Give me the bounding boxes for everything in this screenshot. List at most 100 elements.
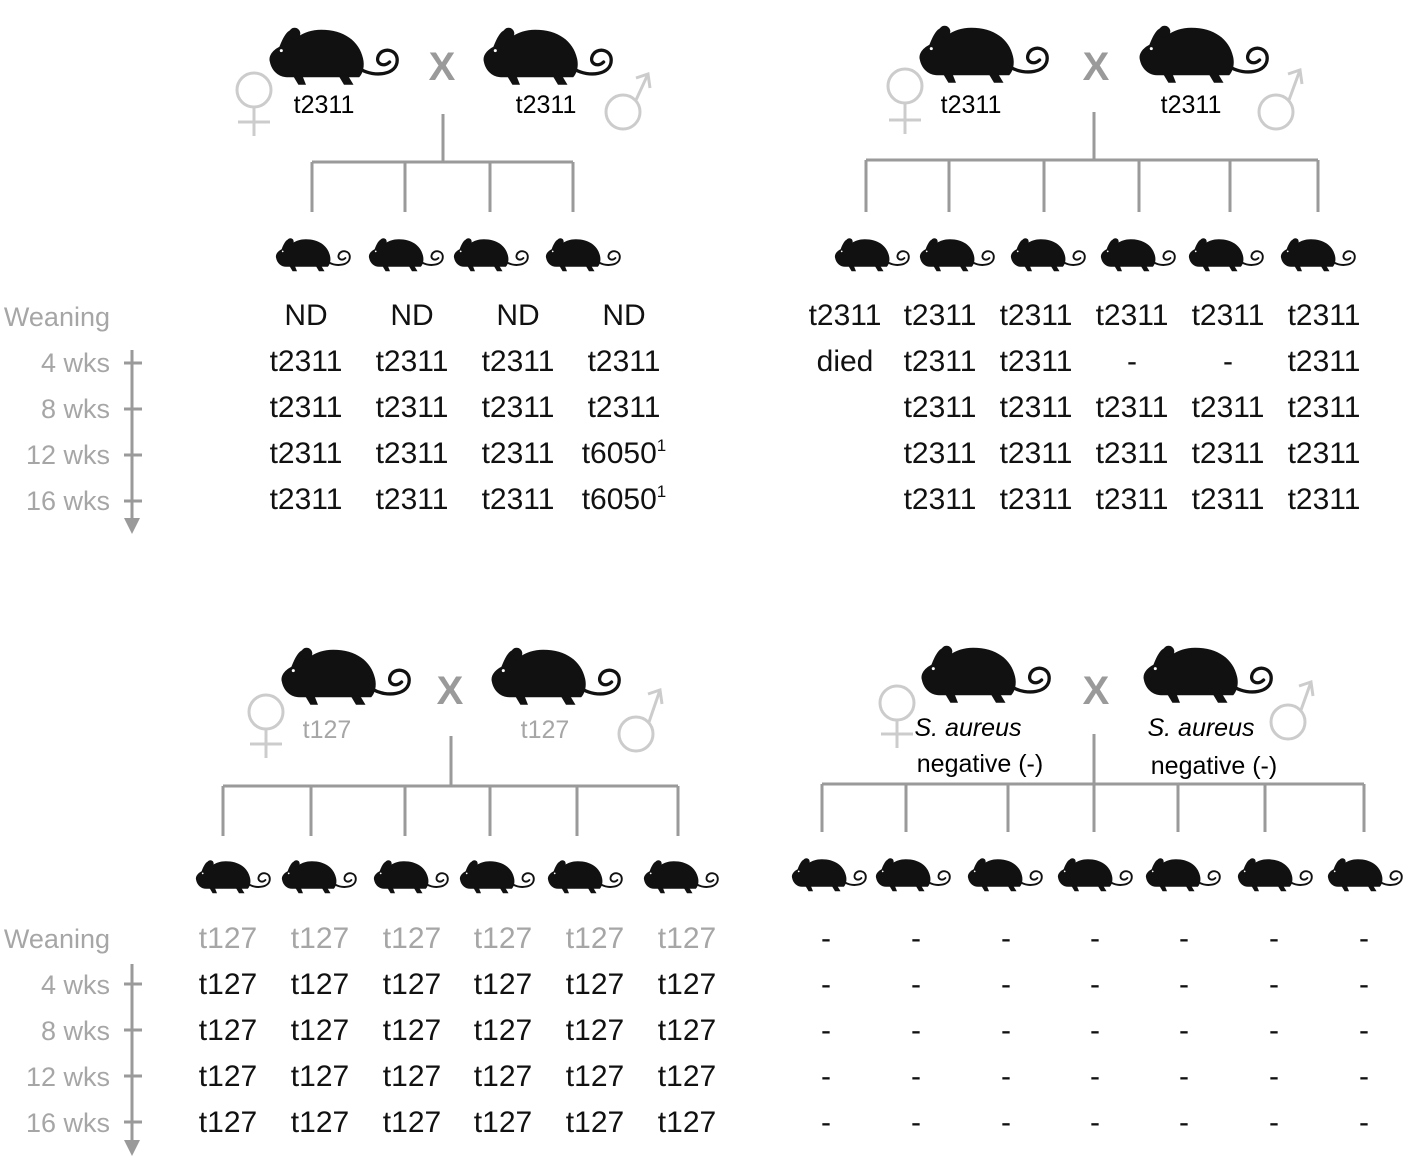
female-symbol-icon [878, 684, 916, 748]
offspring-mouse-icon [1099, 237, 1176, 273]
female-genotype-label: negative (-) [917, 750, 1043, 778]
genotype-cell: ND [496, 299, 539, 332]
footnote-mark: 1 [657, 436, 666, 455]
genotype-cell: t2311 [904, 483, 977, 516]
genotype-cell: t2311 [270, 391, 343, 424]
genotype-cell: - [1001, 1060, 1011, 1093]
genotype-cell: t127 [658, 922, 716, 955]
genotype-cell: t127 [566, 1106, 624, 1139]
genotype-cell: t127 [474, 1060, 532, 1093]
offspring-mouse-icon [544, 237, 621, 273]
genotype-cell: t2311 [376, 391, 449, 424]
offspring-mouse-icon [833, 237, 910, 273]
genotype-cell: t127 [291, 922, 349, 955]
offspring-mouse-icon [1326, 857, 1403, 893]
genotype-cell: - [821, 968, 831, 1001]
genotype-cell: t2311 [1000, 299, 1073, 332]
genotype-cell: t2311 [482, 391, 555, 424]
offspring-mouse-icon [367, 237, 444, 273]
offspring-mouse-icon [280, 859, 357, 895]
genotype-cell: t127 [474, 1106, 532, 1139]
genotype-cell: - [1269, 968, 1279, 1001]
offspring-mouse-icon [1236, 857, 1313, 893]
genotype-cell: t2311 [1288, 483, 1361, 516]
genotype-cell: t127 [566, 968, 624, 1001]
offspring-mouse-icon [966, 857, 1043, 893]
mouse-silhouette-icon [267, 26, 399, 87]
genotype-cell: t60501 [582, 482, 667, 516]
offspring-mouse-icon [458, 859, 535, 895]
genotype-cell: - [821, 1014, 831, 1047]
genotype-cell: t2311 [1000, 483, 1073, 516]
male-symbol-icon [617, 688, 664, 753]
genotype-cell: - [1359, 968, 1369, 1001]
timeline-label: 16 wks [26, 486, 110, 516]
genotype-cell: t2311 [482, 437, 555, 470]
male-genotype-label: S. aureus [1147, 714, 1254, 742]
male-symbol-icon [604, 72, 652, 131]
offspring-mouse-icon [452, 237, 529, 273]
genotype-cell: - [1223, 345, 1233, 378]
offspring-mouse-icon [1187, 237, 1264, 273]
pedigree-lines [310, 114, 575, 212]
mouse-silhouette-icon [1137, 24, 1269, 85]
female-symbol-icon [235, 71, 273, 136]
genotype-cell: - [1090, 1014, 1100, 1047]
genotype-cell: t2311 [904, 299, 977, 332]
offspring-mouse-icon [194, 859, 271, 895]
genotype-cell: t2311 [270, 483, 343, 516]
genotype-cell: t2311 [1288, 345, 1361, 378]
genotype-cell: - [1090, 1106, 1100, 1139]
genotype-cell: ND [284, 299, 327, 332]
footnote-mark: 1 [657, 482, 666, 501]
genotype-cell: - [1179, 1014, 1189, 1047]
timeline-label: 16 wks [26, 1108, 110, 1138]
mouse-silhouette-icon [489, 646, 621, 707]
timeline-label: Weaning [4, 924, 110, 954]
genotype-cell: t2311 [1000, 391, 1073, 424]
genotype-cell: t60501 [582, 436, 667, 470]
offspring-mouse-icon [1279, 237, 1356, 273]
genotype-cell: t127 [383, 1060, 441, 1093]
pedigree-lines [864, 112, 1320, 212]
genotype-cell: t127 [658, 1060, 716, 1093]
genotype-cell: - [1359, 1014, 1369, 1047]
genotype-cell: t2311 [1192, 437, 1265, 470]
genotype-cell: t127 [383, 968, 441, 1001]
genotype-cell: t127 [383, 922, 441, 955]
genotype-cell: t127 [566, 922, 624, 955]
genotype-cell: - [1269, 922, 1279, 955]
male-symbol-icon [1269, 680, 1315, 741]
genotype-cell: died [817, 345, 874, 378]
genotype-cell: - [1090, 922, 1100, 955]
female-genotype-label: S. aureus [914, 714, 1021, 742]
timeline-label: 8 wks [41, 1016, 110, 1046]
mouse-silhouette-icon [279, 646, 411, 707]
genotype-cell: - [1179, 1106, 1189, 1139]
genotype-cell: t127 [291, 968, 349, 1001]
genotype-cell: t127 [291, 1060, 349, 1093]
genotype-cell: t2311 [1096, 299, 1169, 332]
genotype-cell: t2311 [376, 437, 449, 470]
female-symbol-icon [247, 693, 285, 758]
genotype-cell: - [911, 1106, 921, 1139]
genotype-cell: t2311 [376, 483, 449, 516]
genotype-cell: - [911, 922, 921, 955]
offspring-mouse-icon [1144, 857, 1221, 893]
genotype-cell: t2311 [904, 437, 977, 470]
cross-symbol: X [437, 669, 464, 713]
genotype-cell: t2311 [1096, 391, 1169, 424]
genotype-cell: t127 [383, 1106, 441, 1139]
genotype-cell: t127 [658, 968, 716, 1001]
offspring-mouse-icon [642, 859, 719, 895]
genotype-cell: t127 [658, 1014, 716, 1047]
panel-3-cross: X t127 t127 t127 t127 t127 t127 t127 t127 t127… [194, 646, 719, 1139]
mouse-silhouette-icon [1141, 644, 1273, 705]
genotype-cell: t2311 [270, 437, 343, 470]
genotype-cell: - [1001, 1014, 1011, 1047]
genotype-cell: t2311 [1288, 299, 1361, 332]
genotype-cell: t2311 [1000, 345, 1073, 378]
genotype-cell: - [821, 1106, 831, 1139]
genotype-cell: t2311 [1192, 391, 1265, 424]
